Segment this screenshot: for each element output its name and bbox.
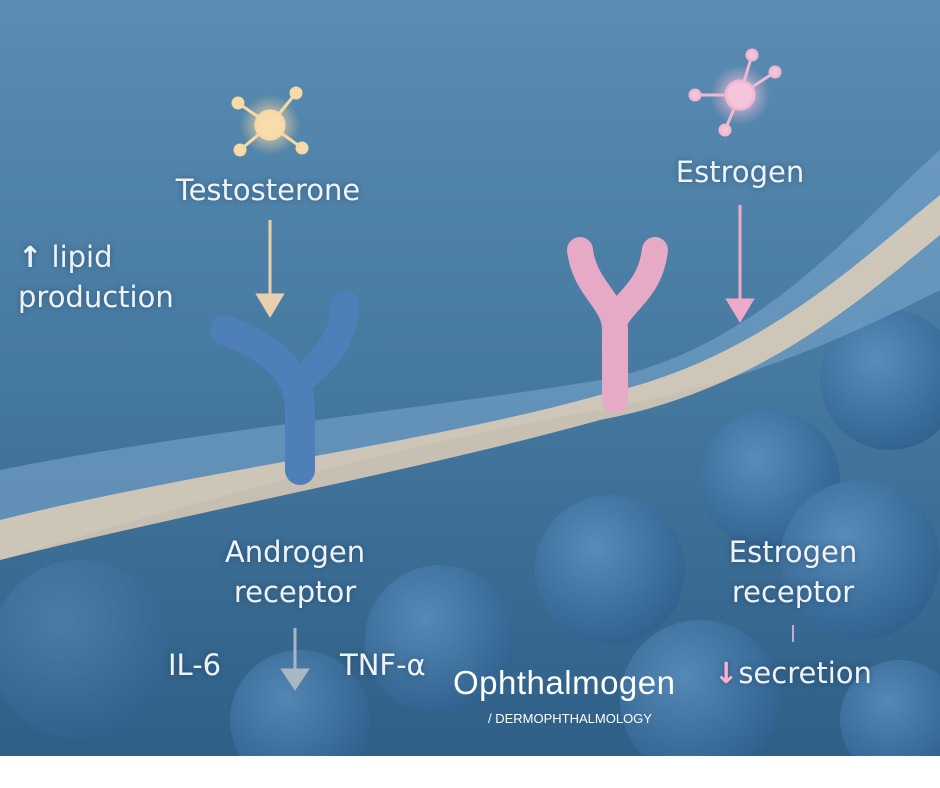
androgen-receptor-label: Androgen receptor [225,532,365,612]
estrogen-label: Estrogen [675,155,805,189]
androgen-text: Androgen [224,535,366,569]
androgen-receptor [210,291,359,485]
tnf-label: TNF-α [340,648,426,682]
membrane [0,150,940,560]
estrogen-receptor-label: Estrogen receptor [729,532,857,612]
lipid-text: lipid [51,240,113,274]
illustration-art [0,0,940,756]
production-label: production [18,280,174,314]
estrogen-text: Estrogen [728,535,858,569]
cells [0,310,940,756]
il6-label: IL-6 [168,648,222,682]
arrow-up-icon: ↑ [18,240,43,274]
testosterone-molecule-icon [231,86,309,157]
secretion-label: ↓secretion [714,656,872,690]
arrow-down-icon [255,220,285,318]
receptor-text: receptor [233,575,357,609]
receptor-text: receptor [731,575,855,609]
estrogen-receptor [567,237,668,413]
estrogen-molecule-icon [688,48,782,137]
arrow-down-icon: ↓ [714,656,739,690]
brand-logo: Ophthalmogen [453,664,676,701]
illustration: Testosterone Estrogen ↑ lipid production… [0,0,940,756]
testosterone-label: Testosterone [175,173,361,207]
lipid-label: ↑ lipid [18,240,113,274]
brand-tagline: / DERMOPHTHALMOLOGY [488,711,652,726]
arrow-down-icon [280,628,310,691]
secretion-text: secretion [738,656,872,690]
arrow-down-icon [725,205,755,323]
